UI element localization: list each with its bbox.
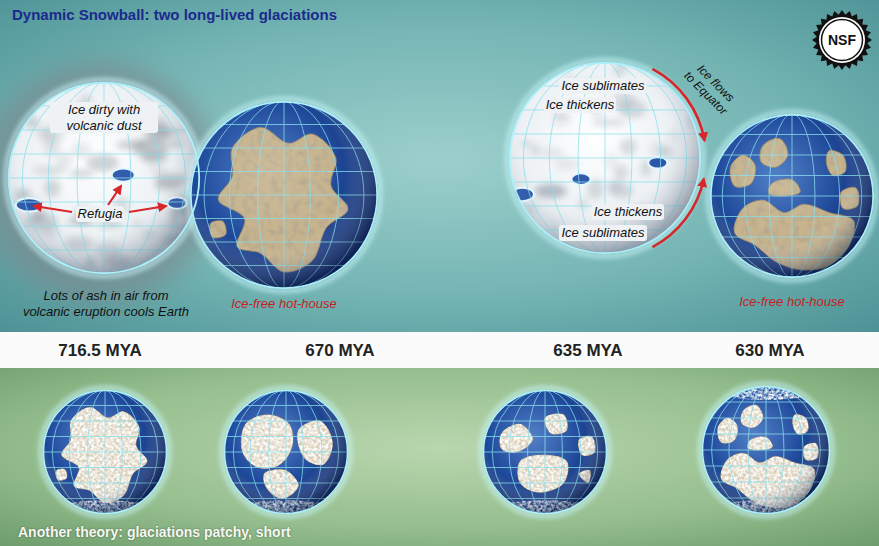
globe-glow: [708, 112, 876, 280]
globe-shade: [483, 390, 607, 514]
globe-rim: [225, 391, 348, 514]
date-label: 635 MYA: [553, 341, 622, 361]
globe-surface: [224, 390, 348, 525]
globe-shade: [702, 386, 830, 514]
globe-grid: [8, 82, 200, 274]
globe-note: Ice sublimates: [559, 225, 646, 241]
band-caption: Another theory: glaciations patchy, shor…: [18, 524, 291, 541]
nsf-logo: [819, 17, 865, 63]
globe-illustration: [700, 374, 832, 525]
globe-glow: [188, 99, 380, 291]
globe-shade: [43, 390, 167, 514]
globe-illustration: [507, 60, 703, 256]
date-label: 716.5 MYA: [58, 341, 141, 361]
globe-surface: [43, 390, 167, 514]
globe-outline: [710, 114, 874, 278]
globe: Ice-free hot-house: [710, 114, 874, 278]
globe-illustration: [6, 80, 208, 276]
globe-shade: [8, 82, 200, 274]
globe-grid: [702, 386, 830, 514]
globe-note: Ice thickens: [544, 97, 617, 113]
globe-note: Ice dirty with volcanic dust: [50, 102, 158, 133]
panel-band: Dynamic Snowball: two long-lived glaciat…: [0, 0, 879, 332]
date-strip: [0, 332, 879, 368]
refugia-arrow: [108, 186, 121, 205]
globe-illustration: [188, 99, 380, 291]
globe-rim: [510, 63, 700, 253]
logo-text: NSF: [828, 32, 856, 49]
globe-surface: [8, 82, 208, 274]
hot-house-label: Ice-free hot-house: [231, 296, 337, 312]
globe-surface: [224, 390, 348, 514]
globe-illustration: [481, 388, 609, 525]
globe-surface: [8, 82, 200, 274]
globe-note: Refugia: [76, 206, 125, 222]
globe: Ice-free hot-house: [190, 101, 378, 289]
globe-surface: [702, 374, 830, 525]
bottom-band: [0, 368, 879, 546]
globe-glow: [481, 388, 609, 516]
globe-rim: [9, 83, 199, 273]
panel-title: Dynamic Snowball: two long-lived glaciat…: [12, 6, 337, 24]
globe-illustration: [41, 388, 169, 525]
date-label: 670 MYA: [305, 341, 374, 361]
globe-note: Ice sublimates: [559, 78, 646, 94]
nsf-logo: [822, 20, 863, 61]
globe-illustration: [222, 388, 350, 525]
globe-surface: [710, 114, 874, 278]
globe-grid: [483, 390, 607, 514]
globe-surface: [190, 101, 378, 289]
globe-glow: [41, 388, 169, 516]
globe: Ice sublimatesIce thickensIce thickensIc…: [509, 62, 701, 254]
globe-grid: [509, 62, 701, 254]
globe-shade: [710, 114, 874, 278]
globe-surface: [702, 386, 830, 514]
nsf-logo: [812, 10, 872, 70]
globe-glow: [507, 60, 703, 256]
nsf-logo: [812, 10, 872, 70]
globe-note: Ice thickens: [592, 204, 665, 220]
globe-rim: [44, 391, 167, 514]
globe-rim: [703, 387, 830, 514]
globe-surface: [509, 62, 701, 254]
globe-surface: [43, 390, 167, 525]
globe-shade: [224, 390, 348, 514]
globe-shade: [509, 62, 701, 254]
globe-shade: [190, 101, 378, 289]
globe-grid: [43, 390, 167, 514]
globe-glow: [222, 388, 350, 516]
globe-rim: [191, 102, 377, 288]
globe-surface: [509, 62, 701, 254]
globe-grid: [710, 114, 874, 278]
globe: Ice dirty with volcanic dustRefugiaLots …: [8, 82, 200, 274]
refugia-arrow: [129, 206, 166, 212]
date-label: 630 MYA: [735, 341, 804, 361]
globe-rim: [711, 115, 873, 277]
globe-illustration: [708, 112, 876, 280]
globe-glow: [700, 384, 832, 516]
globe-note: Lots of ash in air from volcanic eruptio…: [20, 288, 192, 319]
globe-surface: [483, 390, 607, 525]
globe-surface: [483, 390, 607, 514]
globe-note: Ice flows to Equator: [680, 58, 741, 119]
globe-glow: [6, 80, 202, 276]
globe-grid: [190, 101, 378, 289]
globe-surface: [190, 101, 378, 289]
globe-grid: [224, 390, 348, 514]
globe-surface: [710, 114, 874, 278]
panel-band: Another theory: glaciations patchy, shor…: [0, 368, 879, 546]
refugia-arrow: [34, 206, 72, 212]
hot-house-label: Ice-free hot-house: [739, 294, 845, 310]
globe-rim: [484, 391, 607, 514]
globe-outline: [190, 101, 378, 289]
